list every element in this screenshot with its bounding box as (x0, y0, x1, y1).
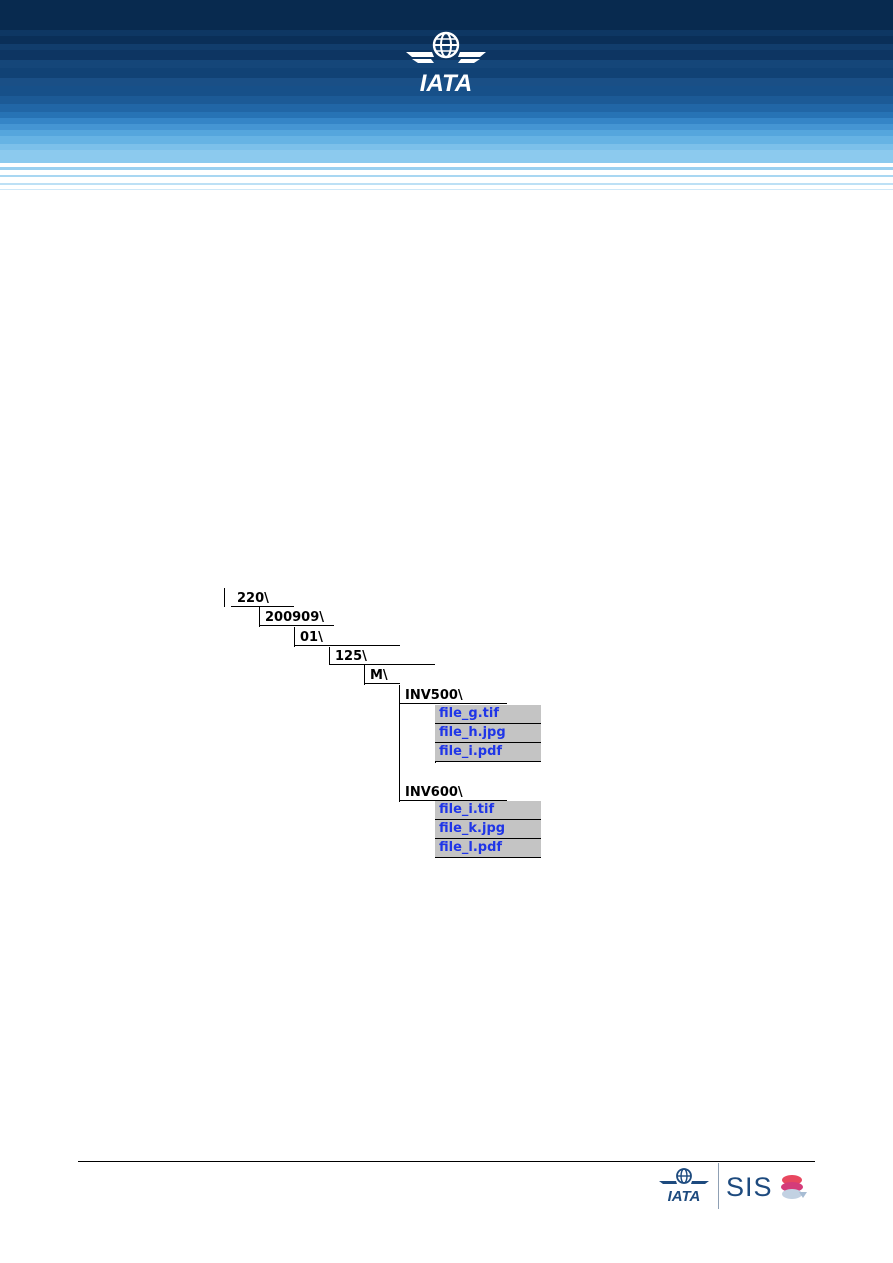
tree-connector (399, 685, 400, 802)
footer-divider-line (78, 1161, 815, 1162)
iata-logo: IATA (398, 30, 494, 96)
folder-node: 220\ (231, 590, 294, 607)
tree-connector (364, 665, 365, 685)
tree-connector (294, 627, 295, 647)
folder-node: 125\ (329, 648, 435, 665)
footer-iata-logo: IATA (655, 1167, 713, 1205)
tree-connector (259, 607, 260, 627)
file-item: file_k.jpg (435, 820, 541, 839)
sis-globe-icon (775, 1172, 809, 1202)
file-item: file_g.tif (435, 705, 541, 724)
footer-iata-text: IATA (668, 1188, 701, 1205)
tree-connector (224, 588, 225, 607)
file-item: file_i.tif (435, 801, 541, 820)
folder-node: M\ (364, 667, 400, 684)
footer-logo-separator (718, 1163, 719, 1209)
file-item: file_l.pdf (435, 839, 541, 858)
folder-node: 01\ (294, 629, 400, 646)
page-header-banner: IATA (0, 0, 893, 192)
footer-sis-text: SIS (726, 1172, 773, 1202)
invoice-folder-node: INV600\ (399, 784, 507, 801)
invoice-folder-node: INV500\ (399, 687, 507, 704)
iata-logo-text: IATA (420, 70, 472, 96)
file-item: file_h.jpg (435, 724, 541, 743)
tree-connector (329, 647, 330, 665)
file-item: file_i.pdf (435, 743, 541, 762)
folder-node: 200909\ (259, 609, 334, 626)
